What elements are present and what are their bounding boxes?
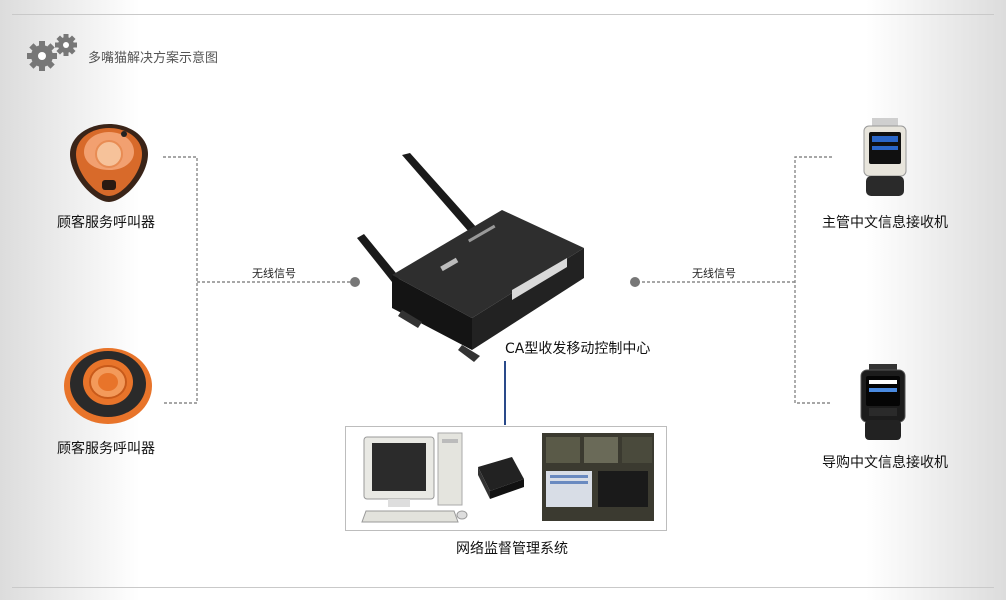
desktop-computer-image (361, 432, 654, 523)
right-junction-dot (630, 277, 640, 287)
diagram-frame (12, 14, 994, 588)
diagram-header: 多嘴猫解决方案示意图 (24, 32, 218, 72)
watch-label-bottom: 导购中文信息接收机 (822, 455, 948, 471)
caller-label-bottom: 顾客服务呼叫器 (57, 441, 155, 457)
watch-label-top: 主管中文信息接收机 (822, 215, 948, 231)
control-center-label: CA型收发移动控制中心 (505, 341, 651, 357)
diagram-title: 多嘴猫解决方案示意图 (88, 50, 219, 66)
signal-label-left: 无线信号 (252, 267, 296, 280)
gear-icon (27, 34, 77, 71)
supervisor-watch-receiver (863, 118, 907, 196)
left-junction-dot (350, 277, 360, 287)
customer-caller-device-bottom (64, 348, 152, 424)
caller-label-top: 顾客服务呼叫器 (57, 215, 155, 231)
monitoring-system-label: 网络监督管理系统 (456, 541, 568, 557)
customer-caller-device-top (70, 124, 148, 202)
guide-watch-receiver (860, 364, 906, 440)
monitoring-system-panel (345, 426, 667, 531)
control-center-device (357, 153, 584, 362)
signal-label-right: 无线信号 (692, 267, 736, 280)
